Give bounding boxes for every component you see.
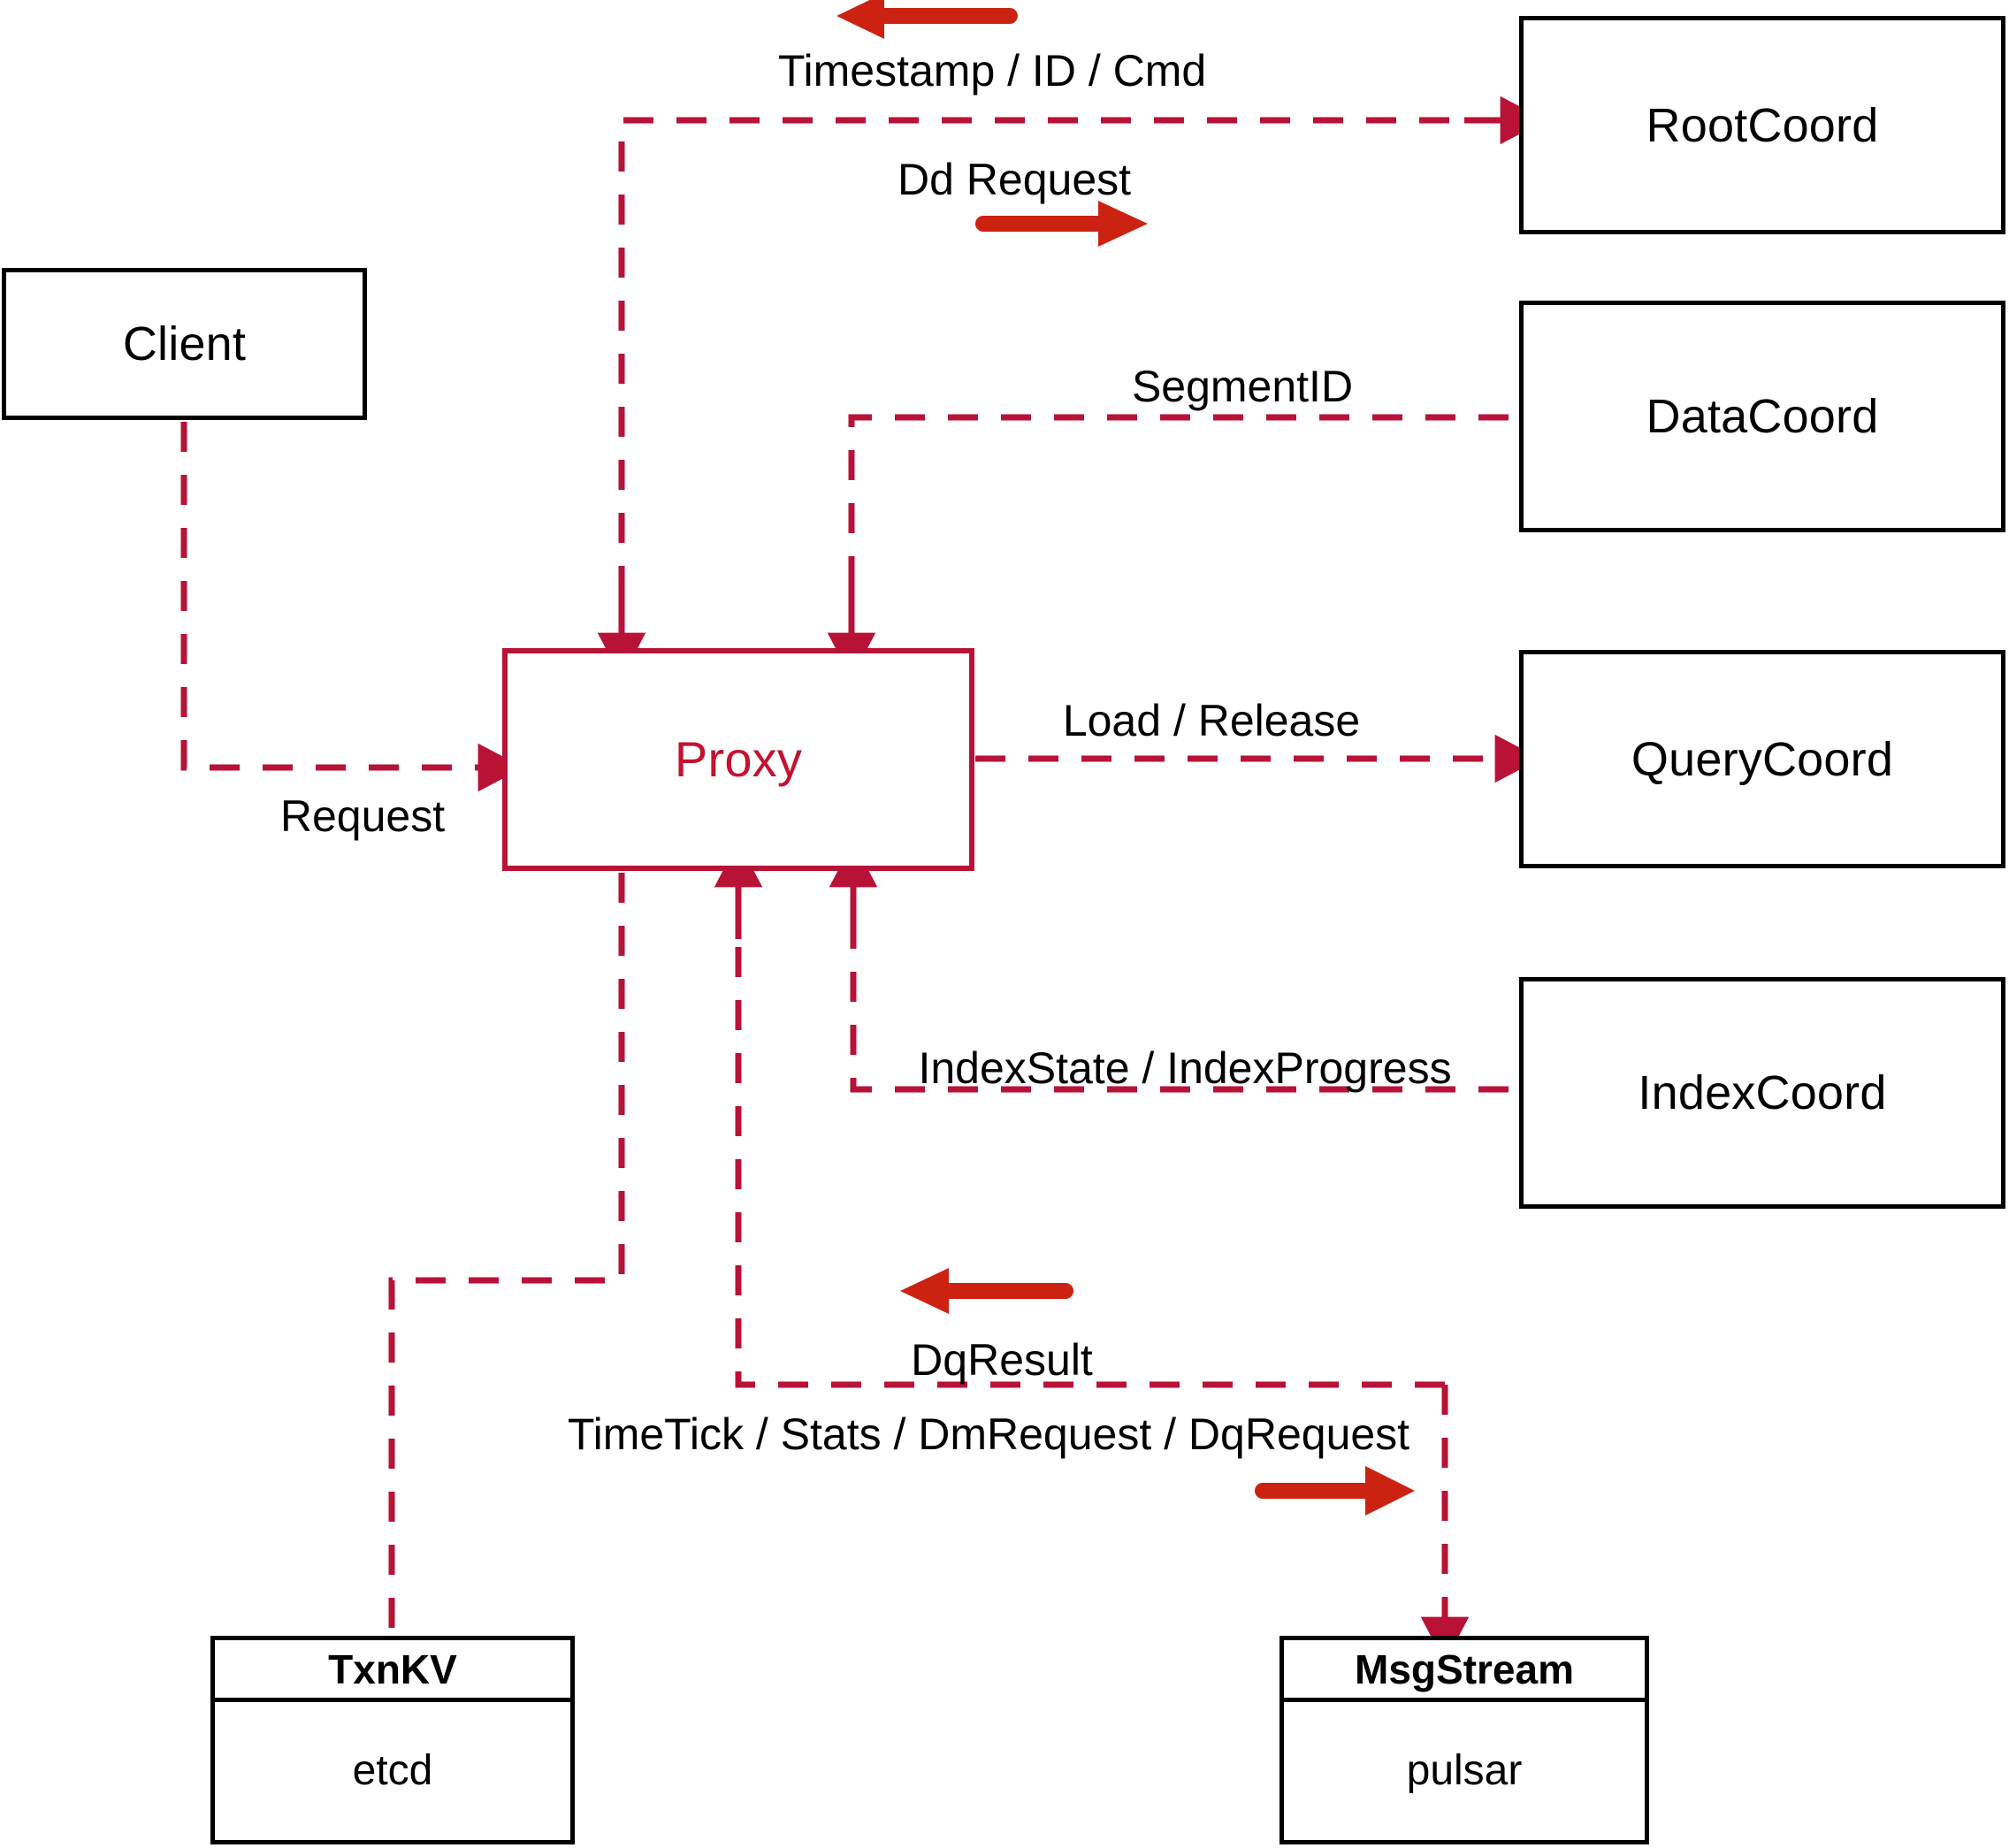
node-rootcoord[interactable]: RootCoord	[1519, 16, 2005, 234]
node-indexcoord[interactable]: IndexCoord	[1519, 977, 2005, 1209]
node-proxy-label: Proxy	[674, 731, 803, 787]
node-msgstream-header: MsgStream	[1284, 1640, 1645, 1702]
node-msgstream-header-label: MsgStream	[1355, 1646, 1574, 1692]
timestamp-direction-arrow-icon	[836, 0, 1018, 39]
node-txnkv-header-label: TxnKV	[328, 1646, 457, 1692]
edge-label-request: Request	[279, 791, 446, 841]
node-datacoord[interactable]: DataCoord	[1519, 301, 2005, 532]
edge-label-index-state-progress: IndexState / IndexProgress	[918, 1043, 1452, 1093]
edge-txnkv-path	[388, 873, 625, 1636]
node-indexcoord-label: IndexCoord	[1638, 1066, 1887, 1119]
node-txnkv-body: etcd	[215, 1702, 570, 1840]
node-msgstream[interactable]: MsgStream pulsar	[1279, 1636, 1649, 1844]
edge-label-dq-result: DqResult	[911, 1335, 1093, 1385]
dqresult-direction-arrow-icon	[900, 1268, 1073, 1314]
node-rootcoord-label: RootCoord	[1646, 98, 1879, 152]
edge-label-segment-id: SegmentID	[1131, 362, 1354, 411]
node-txnkv[interactable]: TxnKV etcd	[210, 1636, 575, 1844]
timetick-direction-arrow-icon	[1255, 1466, 1415, 1516]
edge-dqresult-path	[735, 875, 1445, 1388]
edge-label-timestamp-id-cmd: Timestamp / ID / Cmd	[777, 46, 1207, 95]
node-client-label: Client	[122, 317, 247, 370]
edge-segmentid-path	[848, 414, 1509, 646]
node-client[interactable]: Client	[2, 268, 367, 420]
edge-request-path	[180, 422, 524, 792]
node-querycoord[interactable]: QueryCoord	[1519, 650, 2005, 868]
edge-label-load-release: Load / Release	[1062, 696, 1361, 745]
dd-request-direction-arrow-icon	[975, 201, 1148, 247]
node-txnkv-header: TxnKV	[215, 1640, 570, 1702]
node-proxy[interactable]: Proxy	[502, 648, 974, 871]
node-datacoord-label: DataCoord	[1646, 390, 1879, 443]
edge-label-dd-request: Dd Request	[897, 155, 1132, 204]
node-txnkv-body-label: etcd	[352, 1747, 433, 1794]
node-msgstream-body-label: pulsar	[1406, 1747, 1523, 1794]
node-querycoord-label: QueryCoord	[1631, 732, 1894, 786]
edge-label-timetick-stats: TimeTick / Stats / DmRequest / DqRequest	[567, 1409, 1410, 1459]
node-msgstream-body: pulsar	[1284, 1702, 1645, 1840]
